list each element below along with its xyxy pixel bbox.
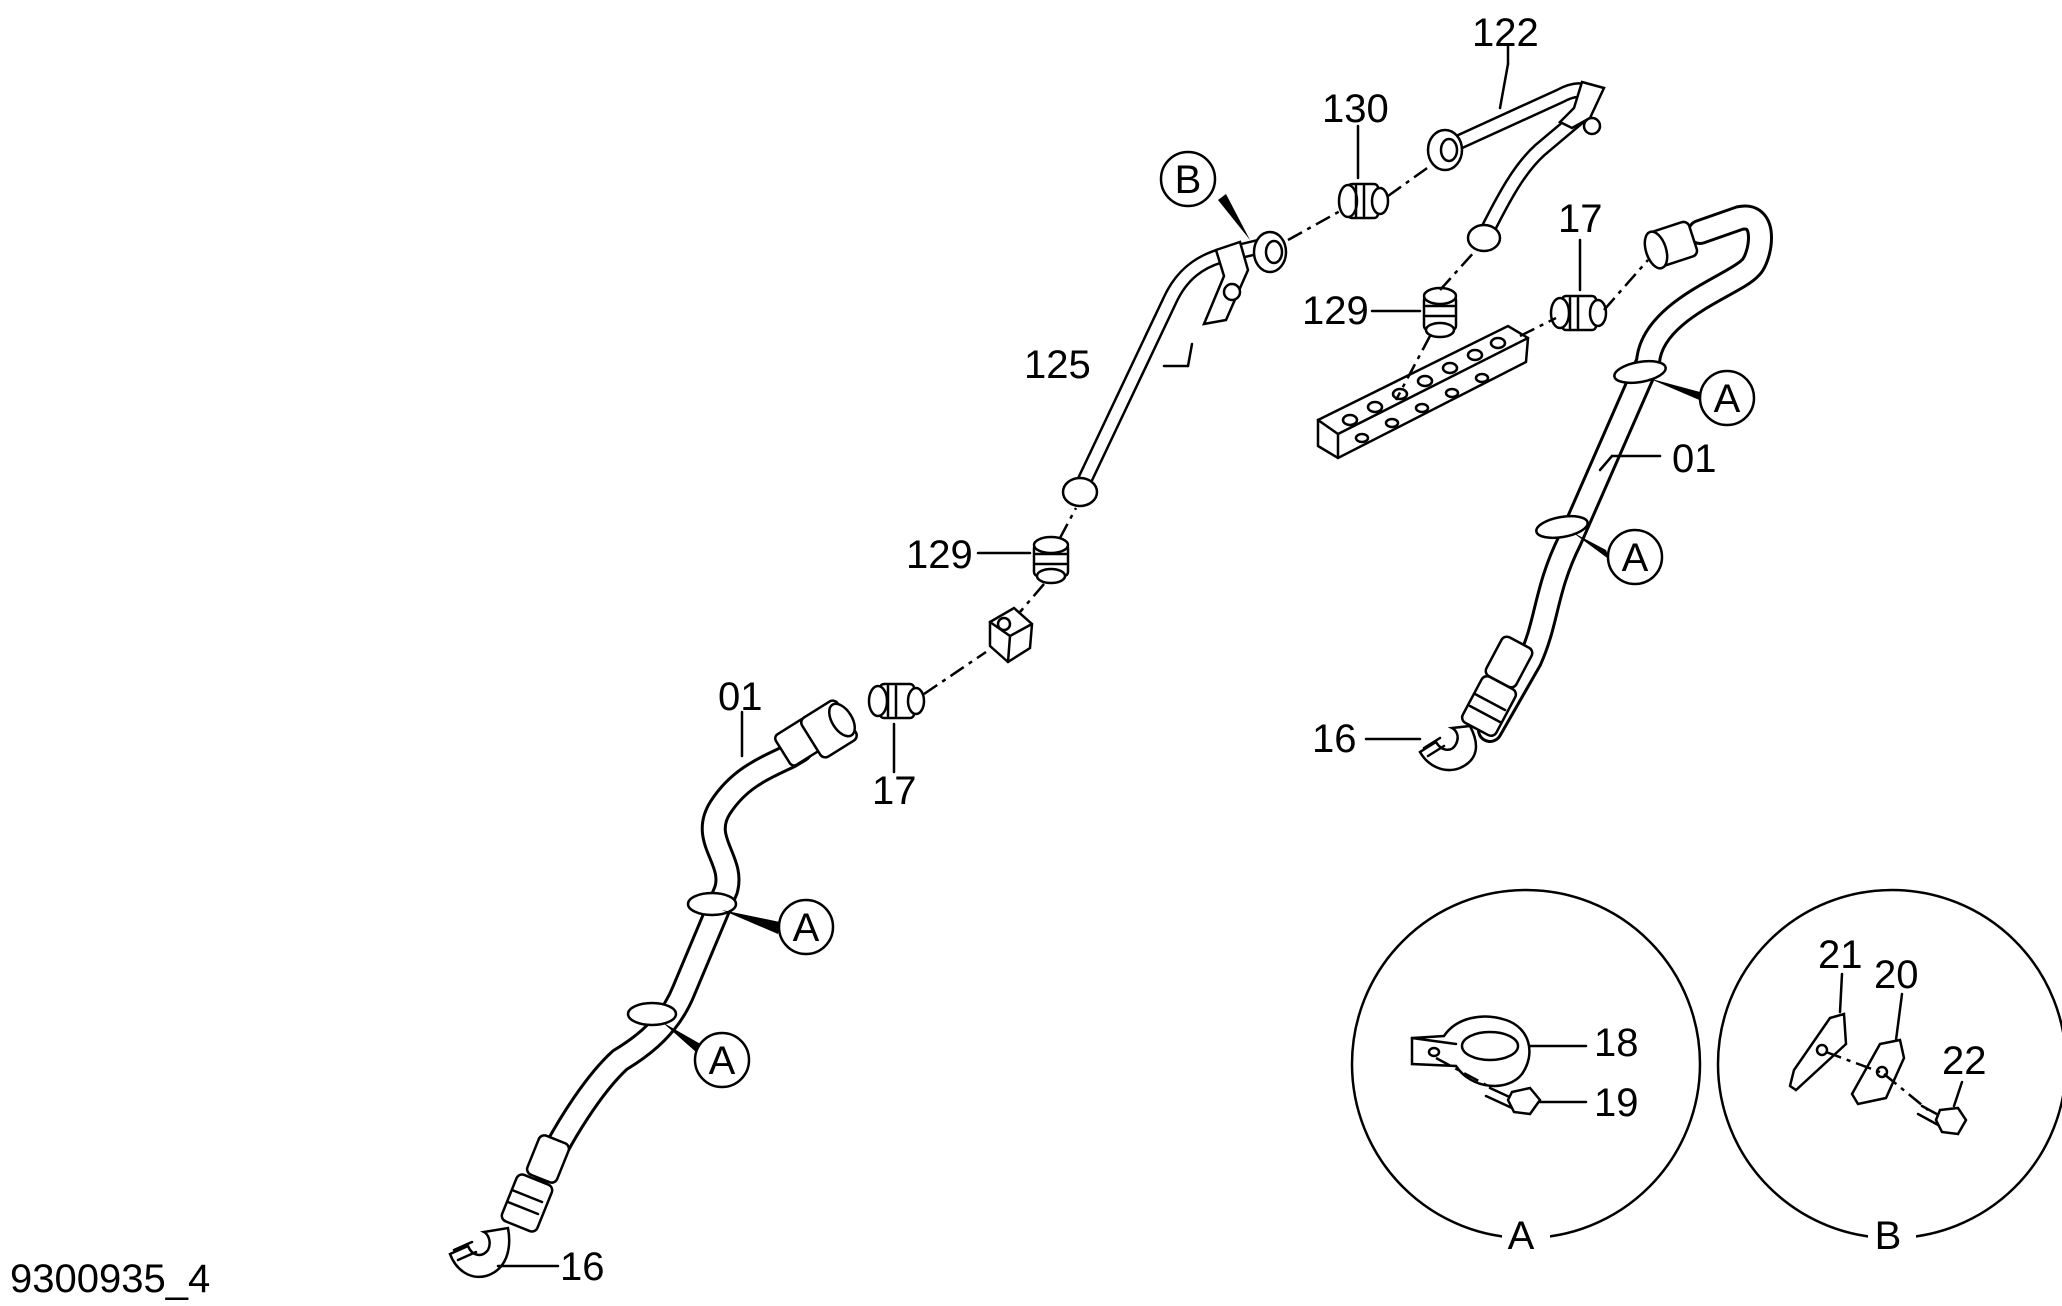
union-129-upper[interactable]: [1422, 286, 1458, 339]
detail-b-title: B: [1875, 1214, 1902, 1258]
label-17-upper: 17: [1558, 197, 1603, 241]
detail-a-title: A: [1508, 1214, 1535, 1258]
label-125: 125: [1024, 343, 1091, 387]
hose-01-left[interactable]: [500, 698, 860, 1233]
bolt-19[interactable]: [1484, 1086, 1542, 1116]
label-17-lower: 17: [872, 769, 917, 813]
elbow-fitting-16-right[interactable]: [1418, 724, 1478, 772]
callout-a-right-1-label: A: [1714, 377, 1741, 421]
label-20: 20: [1874, 953, 1919, 997]
bracket-b-on-tube-125[interactable]: [1201, 240, 1250, 326]
label-129-lower: 129: [906, 533, 973, 577]
callout-a-left-1[interactable]: A: [722, 898, 835, 956]
union-17-lower[interactable]: [867, 682, 926, 720]
union-129-lower[interactable]: [1032, 535, 1070, 585]
label-01-right: 01: [1672, 437, 1717, 481]
leader-lines: [496, 44, 1662, 1268]
callout-b-top[interactable]: B: [1159, 150, 1250, 240]
union-130[interactable]: [1337, 182, 1390, 220]
label-22: 22: [1942, 1039, 1987, 1083]
tube-125[interactable]: [1061, 230, 1288, 508]
callout-a-left-1-label: A: [793, 906, 820, 950]
callout-a-right-2-label: A: [1622, 536, 1649, 580]
detail-b[interactable]: B 21 20 22: [1716, 888, 2062, 1258]
label-130: 130: [1322, 87, 1389, 131]
label-01-left: 01: [718, 675, 763, 719]
label-19: 19: [1594, 1081, 1639, 1125]
label-16-left: 16: [560, 1245, 605, 1289]
drawing-id: 9300935_4: [10, 1257, 210, 1301]
label-21: 21: [1818, 933, 1863, 977]
callout-a-left-2[interactable]: A: [662, 1022, 751, 1089]
plate-21[interactable]: [1788, 1012, 1848, 1092]
assembly-axes: [923, 164, 1649, 696]
tube-122[interactable]: [1426, 80, 1606, 253]
hose-01-right[interactable]: [1460, 204, 1773, 743]
detail-a[interactable]: A 18 19: [1350, 888, 1702, 1258]
p-clamp-18[interactable]: [1410, 1015, 1531, 1088]
distribution-block[interactable]: [1316, 324, 1530, 460]
callout-b-top-label: B: [1175, 158, 1202, 202]
elbow-fitting-16-left[interactable]: [448, 1226, 511, 1279]
union-17-upper[interactable]: [1549, 294, 1608, 332]
label-16-right: 16: [1312, 717, 1357, 761]
label-122: 122: [1472, 11, 1539, 55]
callout-a-left-2-label: A: [709, 1039, 736, 1083]
callout-a-right-1[interactable]: A: [1648, 369, 1756, 427]
callout-a-right-2[interactable]: A: [1572, 528, 1664, 586]
bolt-22[interactable]: [1916, 1104, 1968, 1136]
tee-block[interactable]: [988, 606, 1034, 664]
label-18: 18: [1594, 1021, 1639, 1065]
label-129-upper: 129: [1302, 289, 1369, 333]
